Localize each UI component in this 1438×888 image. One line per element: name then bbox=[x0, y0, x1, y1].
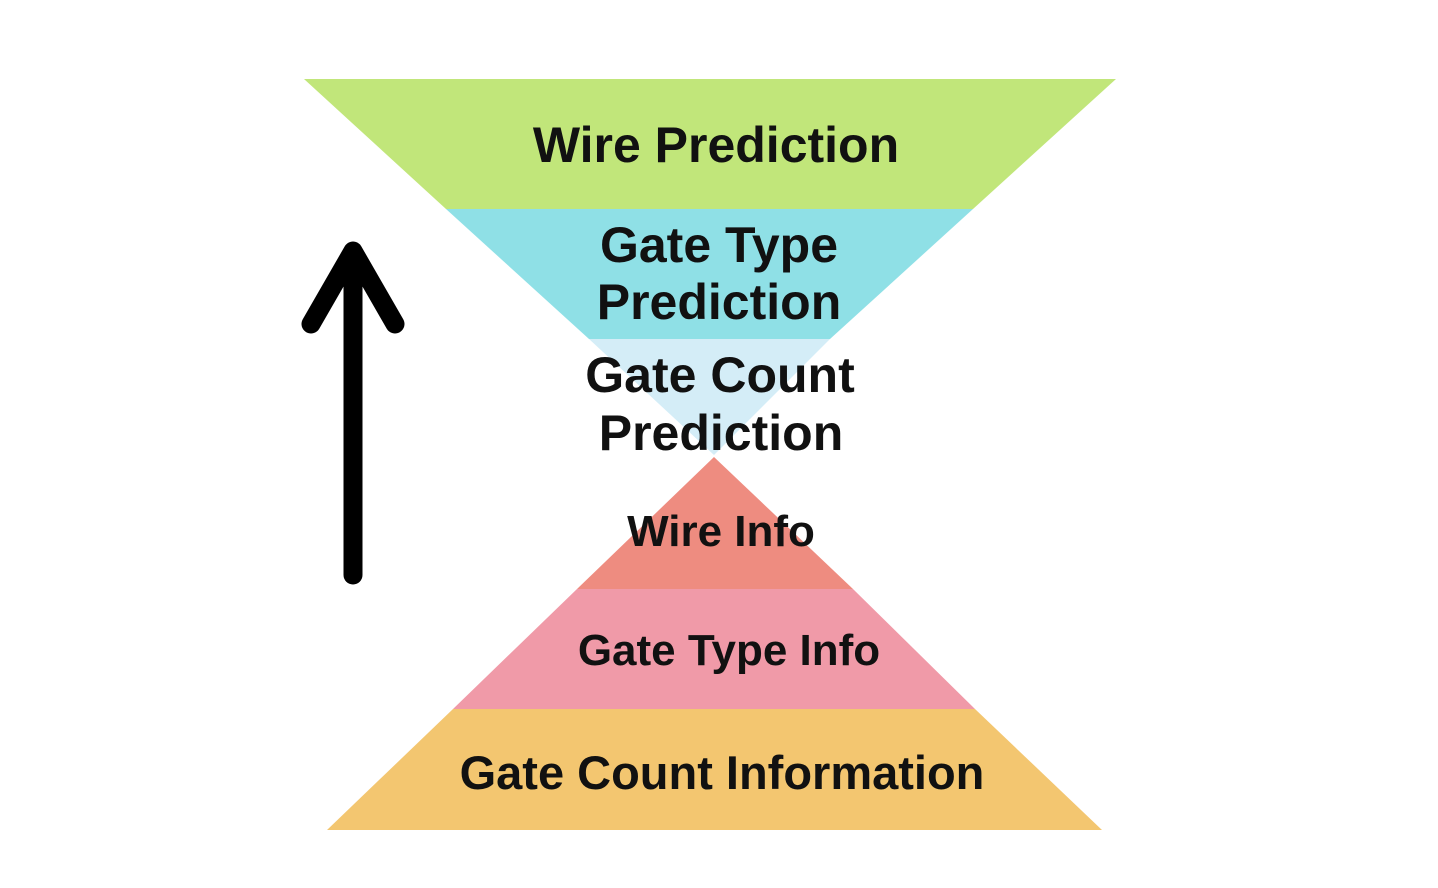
funnel-label-gate-type-prediction-line-1: Gate Type bbox=[600, 217, 838, 273]
funnel-layer-gate-count-prediction bbox=[589, 339, 830, 455]
funnel-label-gate-count-prediction-line-2: Prediction bbox=[599, 405, 843, 461]
pyramid-layer-wire-info bbox=[577, 457, 853, 589]
funnel-label-wire-prediction: Wire Prediction bbox=[533, 117, 899, 173]
pyramid-label-gate-count-information: Gate Count Information bbox=[460, 746, 985, 799]
information-pyramid: Wire Info Gate Type Info Gate Count Info… bbox=[327, 457, 1102, 830]
pyramid-layer-gate-type-info bbox=[453, 589, 975, 709]
prediction-funnel: Wire Prediction Gate Type Prediction Gat… bbox=[304, 79, 1116, 461]
funnel-layer-gate-type-prediction bbox=[446, 209, 973, 339]
funnel-label-gate-count-prediction-line-1: Gate Count bbox=[585, 347, 855, 403]
pyramid-label-gate-type-info: Gate Type Info bbox=[578, 626, 880, 675]
funnel-layer-wire-prediction bbox=[304, 79, 1116, 209]
pyramid-layer-gate-count-information bbox=[327, 709, 1102, 830]
funnel-label-gate-type-prediction-line-2: Prediction bbox=[597, 274, 841, 330]
up-arrow-icon bbox=[301, 241, 405, 585]
pyramid-label-wire-info: Wire Info bbox=[627, 507, 815, 556]
